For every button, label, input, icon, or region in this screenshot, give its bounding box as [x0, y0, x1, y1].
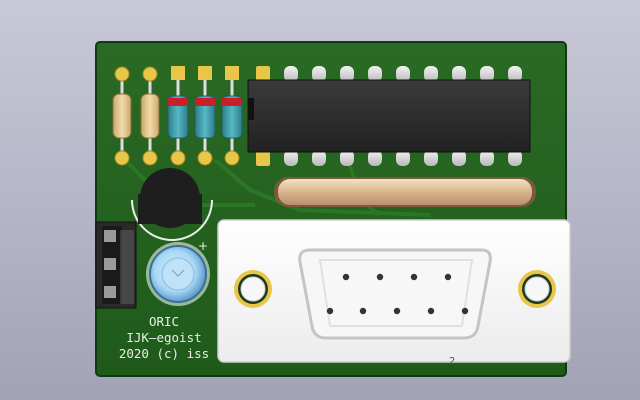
diode-d3: [221, 66, 243, 166]
silkscreen-line-3: 2020 (c) iss: [119, 346, 209, 361]
mounting-hole-right: [518, 270, 556, 308]
db9-socket-holes: [326, 273, 469, 315]
transistor: [131, 168, 213, 241]
resistor-r1: [112, 66, 132, 166]
resistor-r2: [140, 66, 160, 166]
silkscreen-line-2: IJK—egoist: [126, 330, 201, 345]
electrolytic-capacitor: +: [146, 239, 210, 306]
connector-pin-mark: 2: [449, 356, 455, 367]
db9-connector: 2: [217, 219, 571, 367]
silkscreen-text: ORIC IJK—egoist 2020 (c) iss: [119, 314, 209, 361]
d-shell: [298, 248, 492, 340]
diode-d1: [167, 66, 189, 166]
mounting-hole-left: [234, 270, 272, 308]
crystal: [274, 177, 536, 207]
silkscreen-line-1: ORIC: [149, 314, 179, 329]
pin-header: [95, 221, 137, 309]
ic-chip: [247, 66, 531, 166]
capacitor-polarity-mark: +: [198, 239, 208, 253]
diode-d2: [194, 66, 216, 166]
